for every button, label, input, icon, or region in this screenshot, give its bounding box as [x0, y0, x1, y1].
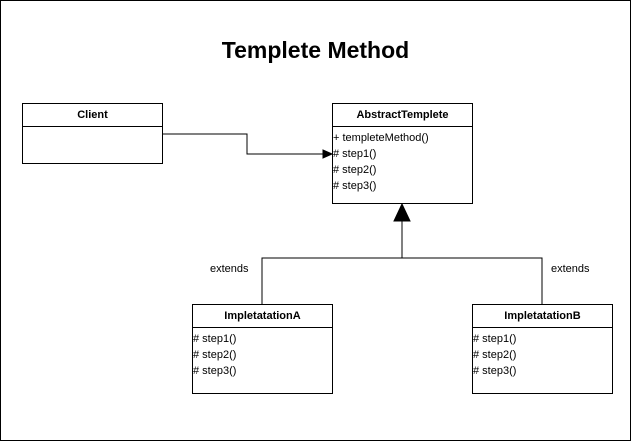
operation: # step1() — [333, 148, 377, 160]
class-impletatation-a[interactable]: ImpletatationA # step1() # step2() # ste… — [192, 304, 333, 394]
extends-label-a: extends — [210, 263, 249, 275]
operation: # step3() — [333, 180, 377, 192]
class-client[interactable]: Client — [22, 103, 163, 164]
association-line — [163, 133, 323, 155]
operation: # step2() — [193, 349, 237, 361]
class-impletatation-b[interactable]: ImpletatationB # step1() # step2() # ste… — [472, 304, 613, 394]
extends-label-b: extends — [551, 263, 590, 275]
class-abstract-templete[interactable]: AbstractTemplete + templeteMethod() # st… — [332, 103, 473, 204]
operation: # step2() — [333, 164, 377, 176]
class-name: ImpletatationB — [473, 305, 612, 328]
operation: # step1() — [193, 333, 237, 345]
operation: # step3() — [193, 365, 237, 377]
operation: # step1() — [473, 333, 517, 345]
generalization-line-b — [402, 257, 543, 304]
class-name: Client — [23, 104, 162, 127]
class-name: ImpletatationA — [193, 305, 332, 328]
generalization-triangle — [393, 202, 411, 222]
diagram-title: Templete Method — [221, 37, 410, 63]
class-name: AbstractTemplete — [333, 104, 472, 127]
operation: # step2() — [473, 349, 517, 361]
operation: # step3() — [473, 365, 517, 377]
generalization-line-a — [261, 257, 402, 304]
association-arrowhead — [322, 149, 334, 159]
operation: + templeteMethod() — [333, 132, 429, 144]
